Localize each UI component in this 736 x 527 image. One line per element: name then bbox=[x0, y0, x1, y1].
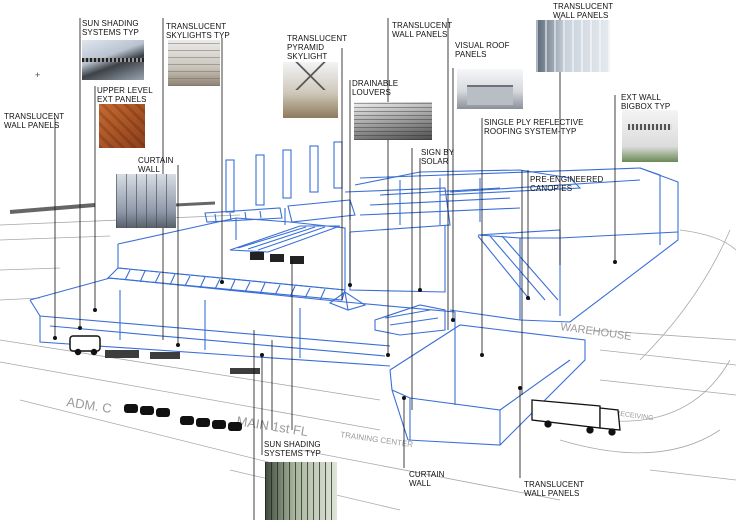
plan-label-adm: ADM. C bbox=[66, 394, 113, 416]
stack-4 bbox=[309, 145, 319, 193]
stack-1 bbox=[225, 159, 235, 213]
callout-sun-shading-bottom: SUN SHADING SYSTEMS TYP bbox=[264, 440, 321, 458]
callout-upper-level-ext: UPPER LEVEL EXT PANELS bbox=[97, 86, 153, 104]
office-upper-block bbox=[117, 217, 346, 290]
callout-translucent-wall-top-center: TRANSLUCENT WALL PANELS bbox=[392, 21, 453, 39]
photo-upper-level-panels bbox=[99, 104, 145, 148]
site-plan bbox=[0, 214, 736, 511]
vehicles bbox=[69, 335, 621, 436]
callout-single-ply: SINGLE PLY REFLECTIVE ROOFING SYSTEM-TYP bbox=[484, 118, 584, 136]
callout-visual-roof: VISUAL ROOF PANELS bbox=[455, 41, 510, 59]
callout-drainable-louvers: DRAINABLE LOUVERS bbox=[352, 79, 399, 97]
callout-curtain-wall-upper: CURTAIN WALL bbox=[138, 156, 174, 174]
photo-translucent-wall-top-right bbox=[536, 20, 610, 72]
podium bbox=[29, 277, 456, 330]
parking-hatch bbox=[105, 350, 260, 374]
truck bbox=[531, 399, 621, 436]
photo-sun-shading-top bbox=[82, 40, 144, 80]
photo-visual-roof-panels bbox=[457, 69, 523, 109]
plan-label-training: TRAINING CENTER bbox=[340, 430, 414, 449]
callout-sun-shading-top: SUN SHADING SYSTEMS TYP bbox=[82, 19, 139, 37]
callout-translucent-skylights: TRANSLUCENT SKYLIGHTS TYP bbox=[166, 22, 230, 40]
photo-curtain-wall bbox=[116, 174, 176, 228]
pyramid-skylight bbox=[328, 291, 367, 311]
callout-sign-by-solar: SIGN BY SOLAR bbox=[421, 148, 455, 166]
sun-shading-fins bbox=[250, 252, 304, 264]
callout-ext-wall-bigbox: EXT WALL BIGBOX TYP bbox=[621, 93, 671, 111]
callout-translucent-wall-bottom: TRANSLUCENT WALL PANELS bbox=[524, 480, 585, 498]
stack-3 bbox=[282, 149, 292, 199]
building bbox=[29, 141, 679, 446]
photo-translucent-skylights bbox=[168, 40, 220, 86]
front-block bbox=[389, 324, 586, 446]
photo-drainable-louvers bbox=[354, 102, 432, 140]
stack-2 bbox=[255, 154, 265, 206]
callout-pre-engineered: PRE-ENGINEERED CANOPIES bbox=[530, 175, 604, 193]
callout-translucent-wall-left: TRANSLUCENT WALL PANELS bbox=[4, 112, 65, 130]
photo-ext-wall-bigbox bbox=[622, 110, 678, 162]
cursor-mark: + bbox=[35, 70, 40, 80]
callout-translucent-wall-top-right: TRANSLUCENT WALL PANELS bbox=[553, 2, 614, 20]
callout-translucent-pyramid: TRANSLUCENT PYRAMID SKYLIGHT bbox=[287, 34, 348, 61]
callout-curtain-wall-lower: CURTAIN WALL bbox=[409, 470, 445, 488]
photo-sun-shading-bottom bbox=[265, 462, 337, 520]
photo-pyramid-skylight bbox=[283, 62, 338, 118]
leader-dots bbox=[53, 260, 617, 400]
plan-label-warehouse: WAREHOUSE bbox=[560, 321, 633, 343]
van bbox=[69, 335, 101, 356]
site-plan-dark-lines bbox=[9, 201, 216, 214]
stack-5 bbox=[333, 141, 343, 189]
parked-cars bbox=[124, 404, 242, 431]
